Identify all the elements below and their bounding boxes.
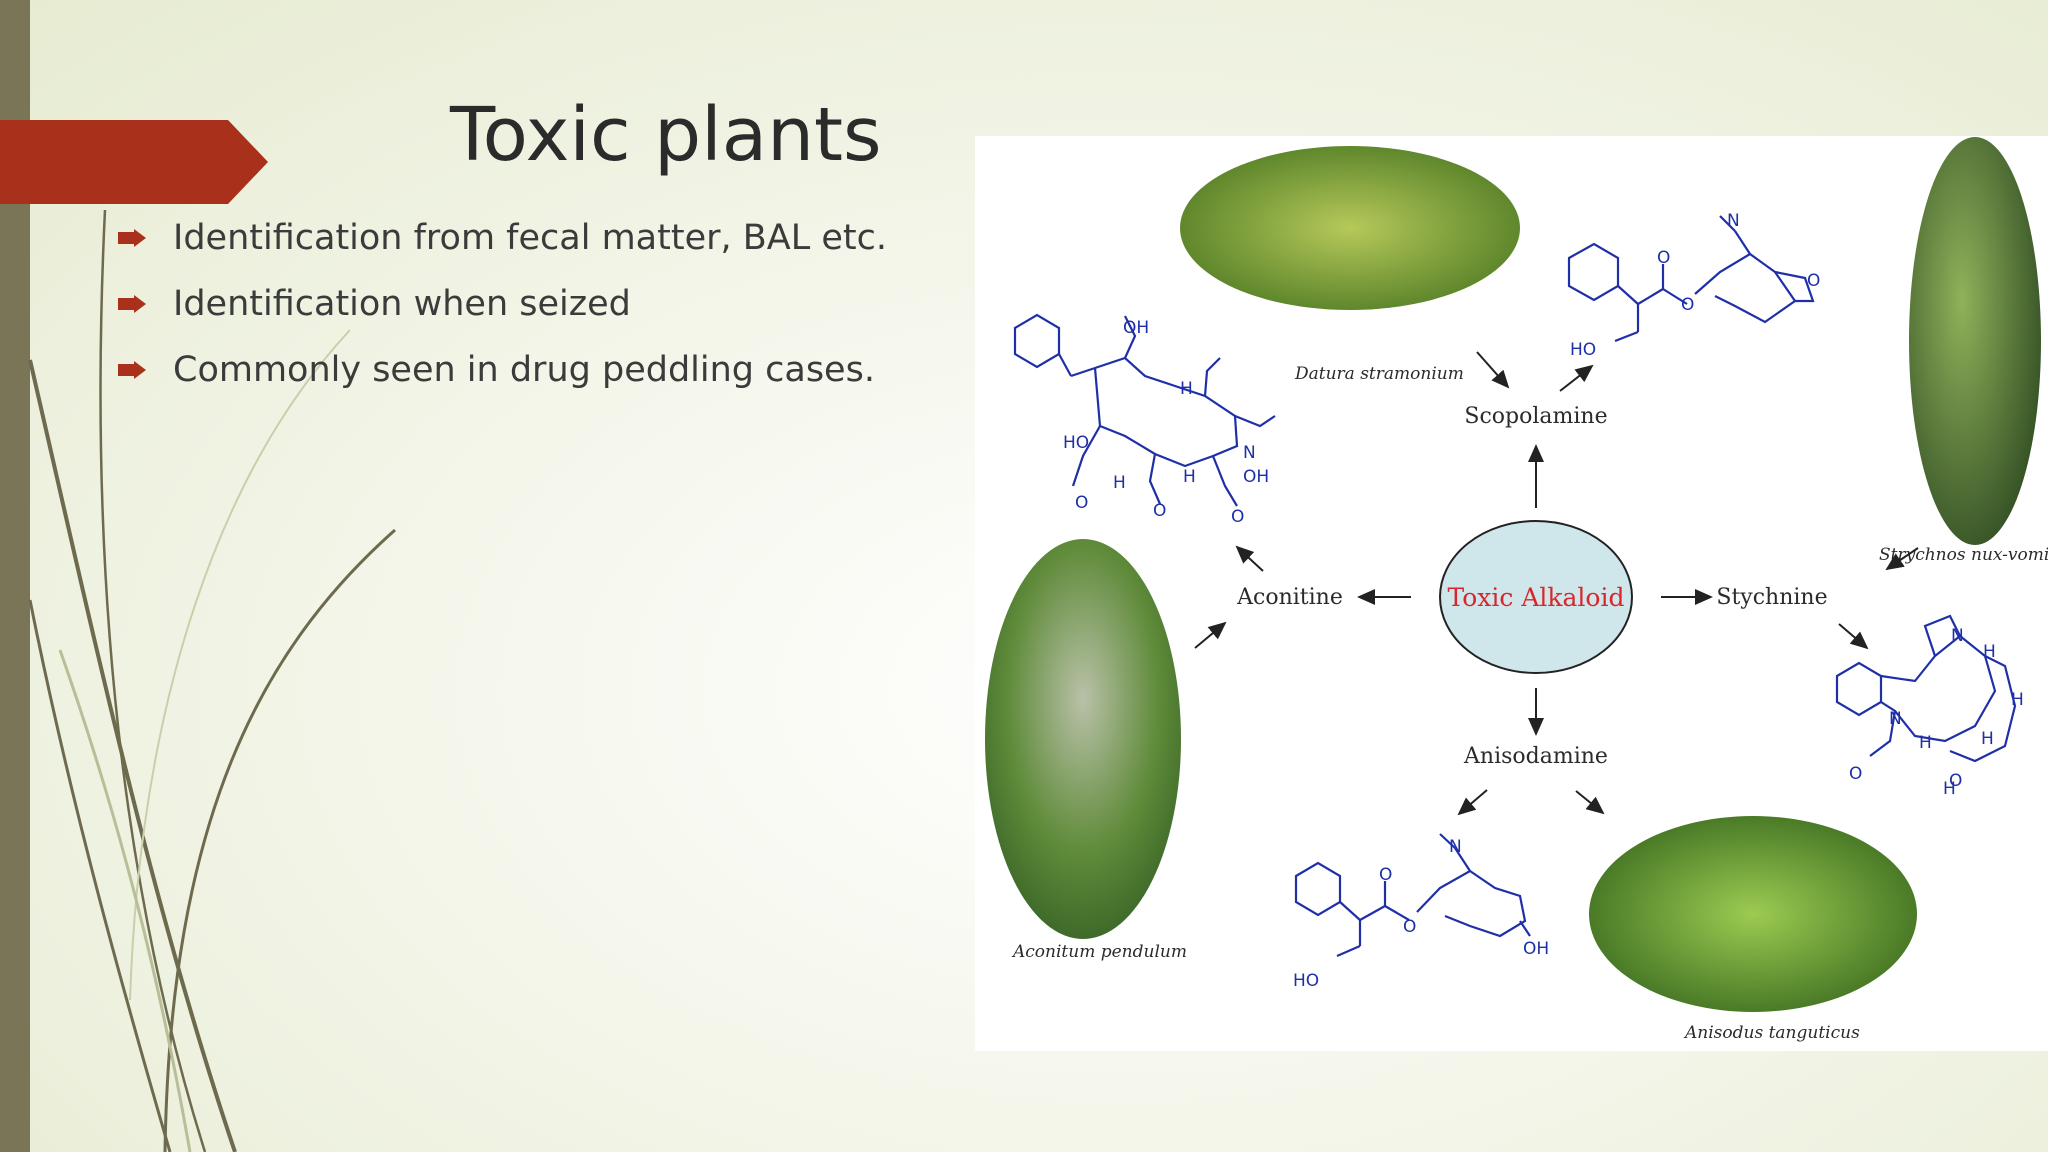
atom-label: OH — [1243, 467, 1269, 487]
alkaloid-diagram: Datura stramonium Strychnos nux-vomica A… — [985, 137, 2048, 1043]
atom-label: O — [1657, 248, 1670, 268]
plant-label-datura: Datura stramonium — [1294, 364, 1464, 384]
aconitum-photo — [985, 539, 1181, 939]
plant-label-anisodus: Anisodus tanguticus — [1683, 1023, 1860, 1043]
anisodamine-structure: O O N OH HO — [1293, 833, 1549, 991]
alkaloid-scopolamine: Scopolamine — [1464, 404, 1607, 429]
bullet-item: Identification when seized — [118, 271, 887, 337]
bullet-text: Identification when seized — [173, 284, 631, 324]
atom-label: O — [1949, 771, 1962, 791]
atom-label: O — [1681, 295, 1694, 315]
atom-label: H — [1183, 467, 1196, 487]
alkaloid-aconitine: Aconitine — [1236, 585, 1343, 610]
decorative-curves — [28, 209, 396, 1152]
bullet-text: Identification from fecal matter, BAL et… — [173, 218, 887, 258]
atom-label: N — [1243, 443, 1256, 463]
alkaloid-strychnine: Stychnine — [1716, 585, 1827, 610]
atom-label: N — [1951, 626, 1964, 646]
bullet-item: Identification from fecal matter, BAL et… — [118, 205, 887, 271]
anisodus-photo — [1589, 816, 1917, 1012]
arrow-bullet-icon — [118, 295, 146, 313]
atom-label: O — [1379, 865, 1392, 885]
atom-label: N — [1889, 709, 1902, 729]
atom-label: H — [1180, 379, 1193, 399]
toxic-alkaloid-figure: Datura stramonium Strychnos nux-vomica A… — [975, 136, 2048, 1051]
atom-label: H — [1943, 779, 1956, 799]
toxic-alkaloid-label: Toxic Alkaloid — [1448, 583, 1625, 612]
slide-title: Toxic plants — [450, 92, 882, 178]
atom-label: O — [1849, 764, 1862, 784]
datura-photo — [1180, 146, 1520, 310]
atom-label: O — [1075, 493, 1088, 513]
atom-label: O — [1403, 917, 1416, 937]
plant-label-strychnos: Strychnos nux-vomica — [1879, 545, 2048, 565]
toxic-alkaloid-node — [1439, 520, 1633, 674]
atom-label: OH — [1123, 318, 1149, 338]
scopolamine-structure: O O N O HO — [1567, 211, 1820, 360]
atom-label: O — [1231, 507, 1244, 527]
atom-label: H — [1983, 642, 1996, 662]
atom-label: N — [1727, 211, 1740, 231]
bullet-text: Commonly seen in drug peddling cases. — [173, 350, 875, 390]
aconitine-structure: OH N OH HO H H H O O O — [1013, 313, 1276, 527]
atom-label: O — [1807, 271, 1820, 291]
plant-label-aconitum: Aconitum pendulum — [1011, 942, 1187, 962]
atom-label: HO — [1063, 433, 1089, 453]
atom-label: OH — [1523, 939, 1549, 959]
atom-label: N — [1449, 837, 1462, 857]
bullet-item: Commonly seen in drug peddling cases. — [118, 337, 887, 403]
atom-label: H — [2011, 690, 2024, 710]
atom-label: HO — [1293, 971, 1319, 991]
atom-label: H — [1981, 729, 1994, 749]
title-arrow-banner — [0, 120, 268, 204]
atom-label: O — [1153, 501, 1166, 521]
arrow-bullet-icon — [118, 229, 146, 247]
strychnos-photo — [1909, 137, 2041, 545]
arrow-bullet-icon — [118, 361, 146, 379]
diagram-arrows — [1194, 351, 1919, 816]
strychnine-structure: N H H N H H H O O — [1835, 614, 2024, 799]
atom-label: H — [1113, 473, 1126, 493]
atom-label: H — [1919, 733, 1932, 753]
bullet-list: Identification from fecal matter, BAL et… — [118, 205, 887, 403]
atom-label: HO — [1570, 340, 1596, 360]
alkaloid-anisodamine: Anisodamine — [1463, 744, 1608, 769]
